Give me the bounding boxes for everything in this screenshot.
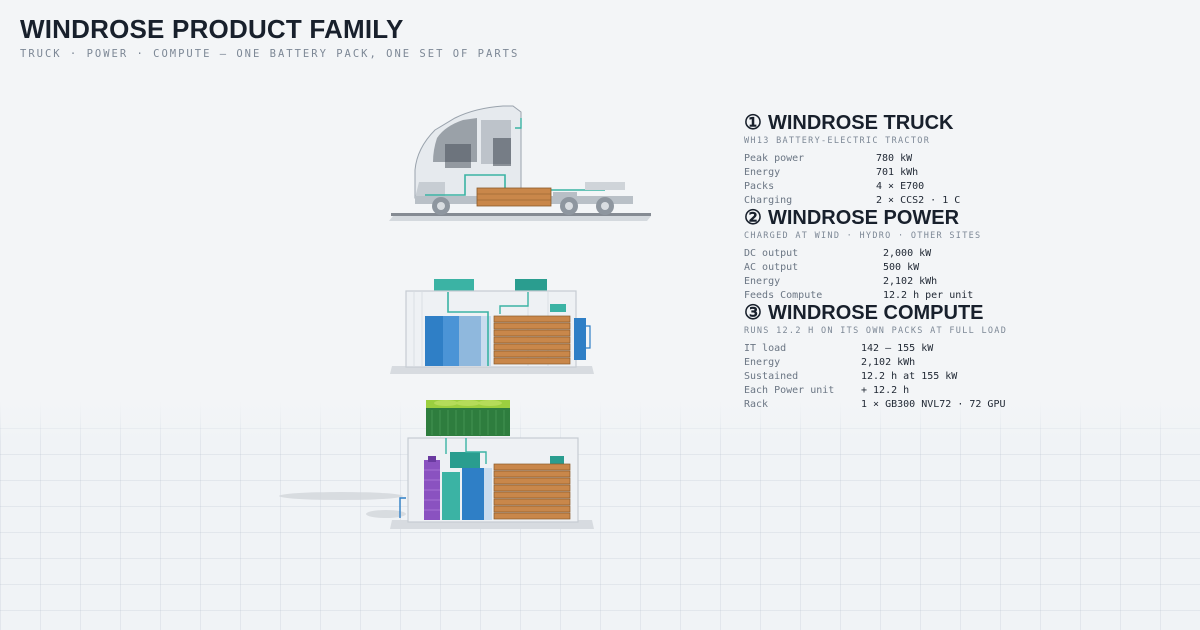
spec-label: Energy [744,357,781,368]
spec-value: 4 × E700 [876,181,925,192]
spec-value: 12.2 h at 155 kW [861,371,958,382]
spec-label: Sustained [744,371,799,382]
spec-label: DC output [744,248,799,259]
page-subtitle: TRUCK · POWER · COMPUTE — ONE BATTERY PA… [20,48,520,60]
spec-row: Packs 4 × E700 [744,180,1174,194]
compute-name: WINDROSE COMPUTE [767,302,984,324]
spec-row: Charging 2 × CCS2 · 1 C [744,194,1174,208]
truck-name: WINDROSE TRUCK [767,112,954,134]
spec-row: Energy 2,102 kWh [744,275,1174,289]
spec-value: 500 kW [883,262,920,273]
spec-row: Rack 1 × GB300 NVL72 · 72 GPU [744,398,1174,412]
spec-row: Each Power unit + 12.2 h [744,384,1174,398]
spec-row: Feeds Compute 12.2 h per unit [744,289,1174,303]
spec-value: 780 kW [876,153,913,164]
floor-grid [0,402,1200,630]
spec-label: Each Power unit [744,385,835,396]
spec-row: AC output 500 kW [744,261,1174,275]
spec-row: Energy 2,102 kWh [744,356,1174,370]
spec-label: AC output [744,262,799,273]
spec-label: Charging [744,195,793,206]
spec-row: IT load 142 – 155 kW [744,342,1174,356]
spec-label: Peak power [744,153,805,164]
power-container-illustration [390,279,594,374]
compute-tagline: RUNS 12.2 H ON ITS OWN PACKS AT FULL LOA… [744,326,1008,336]
spec-row: Peak power 780 kW [744,152,1174,166]
power-tagline: CHARGED AT WIND · HYDRO · OTHER SITES [744,231,982,241]
spec-value: 701 kWh [876,167,919,178]
compute-number: ③ [744,302,762,324]
spec-label: IT load [744,343,787,354]
spec-value: + 12.2 h [861,385,910,396]
spec-value: 12.2 h per unit [883,290,974,301]
spec-label: Energy [744,167,781,178]
spec-value: 1 × GB300 NVL72 · 72 GPU [861,399,1006,410]
spec-value: 2,000 kW [883,248,932,259]
spec-label: Rack [744,399,769,410]
spec-label: Energy [744,276,781,287]
spec-label: Packs [744,181,775,192]
truck-illustration [389,105,651,221]
spec-row: Energy 701 kWh [744,166,1174,180]
spec-value: 142 – 155 kW [861,343,934,354]
compute-container-illustration [279,400,594,529]
spec-row: DC output 2,000 kW [744,247,1174,261]
page-title: WINDROSE PRODUCT FAMILY [20,14,404,44]
power-name: WINDROSE POWER [767,207,960,229]
truck-number: ① [744,112,762,134]
spec-value: 2,102 kWh [861,357,916,368]
spec-value: 2 × CCS2 · 1 C [876,195,961,206]
spec-row: Sustained 12.2 h at 155 kW [744,370,1174,384]
spec-value: 2,102 kWh [883,276,938,287]
truck-tagline: WH13 BATTERY-ELECTRIC TRACTOR [744,136,931,146]
power-number: ② [744,207,762,229]
spec-label: Feeds Compute [744,290,823,301]
